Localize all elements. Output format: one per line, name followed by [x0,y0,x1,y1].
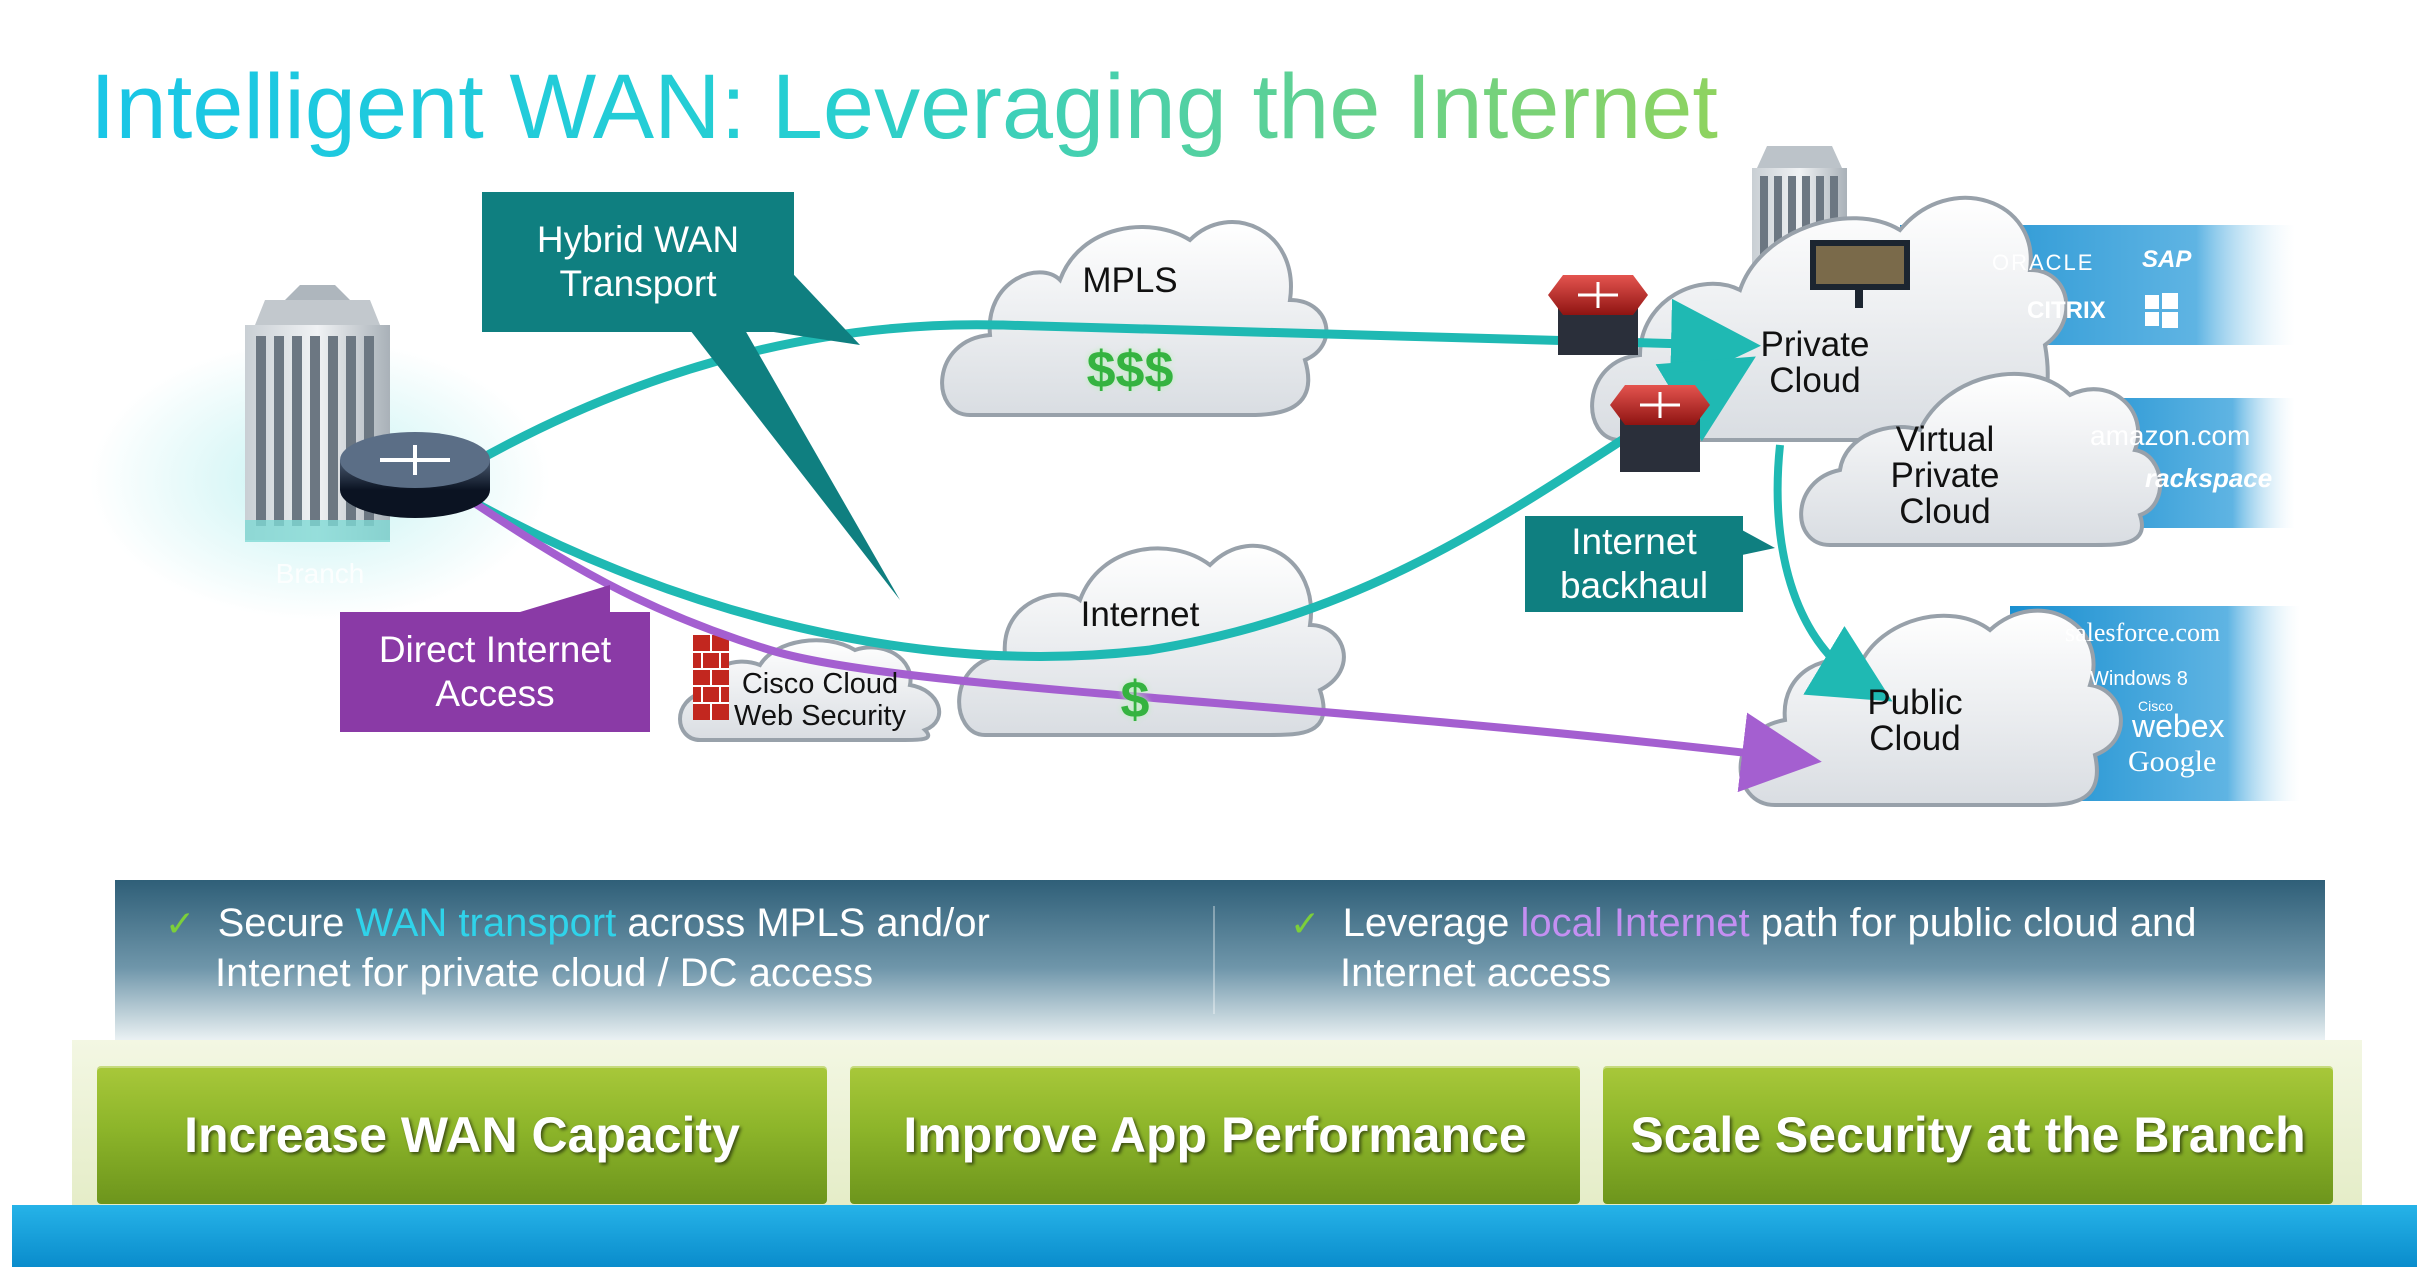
windows8-logo: Windows 8 [2090,668,2188,690]
benefit-2: ✓ Leverage local Internet path for publi… [1290,898,2290,998]
benefit-2-line2: Internet access [1340,951,1612,995]
pillar-scale-security: Scale Security at the Branch [1603,1066,2333,1204]
benefits-banner: ✓ Secure WAN transport across MPLS and/o… [115,880,2325,1040]
benefit-2-post: path for public cloud and [1749,901,2197,945]
webex-logo: webex [2132,708,2225,744]
cisco-small-logo: Cisco [2138,698,2174,714]
benefit-2-pre: Leverage [1342,901,1521,945]
windows-logo-icon [2145,293,2178,328]
dc-router-1-icon [1548,275,1648,355]
pillar-increase-wan-capacity: Increase WAN Capacity [97,1066,827,1204]
private-cloud-label: Private Cloud [1760,325,1870,400]
page-title: Intelligent WAN: Leveraging the Internet [90,52,1718,162]
blue-base-bar [12,1205,2417,1267]
mpls-label: MPLS [1082,261,1178,300]
firewall-icon [693,635,729,720]
mpls-cost: $$$ [1086,341,1174,399]
sap-logo: SAP [2142,246,2192,273]
benefit-1: ✓ Secure WAN transport across MPLS and/o… [165,898,1165,998]
internet-cost: $ [1120,671,1150,729]
salesforce-logo: salesforce.com [2065,618,2221,647]
check-icon: ✓ [165,903,196,944]
oracle-logo: ORACLE [1992,250,2095,275]
check-icon: ✓ [1290,903,1321,944]
direct-internet-arrow [467,496,1822,793]
branch-label: Branch [275,558,365,589]
google-logo: Google [2128,745,2217,778]
amazon-logo: amazon.com [2090,420,2251,451]
backhaul-callout-tail [1742,530,1775,555]
public-cloud-label: Public Cloud [1867,683,1963,758]
rackspace-logo: rackspace [2145,463,2273,493]
citrix-logo: CITRIX [2027,297,2106,324]
backhaul-arrow [1773,444,1893,702]
telepresence-icon [1810,240,1910,308]
benefit-2-highlight: local Internet [1520,901,1750,945]
hybrid-callout-tail-2 [690,330,900,600]
benefit-1-line2: Internet for private cloud / DC access [215,951,874,995]
virtual-private-cloud-icon [1799,372,2163,547]
hybrid-wan-callout: Hybrid WAN Transport [482,192,794,332]
internet-backhaul-callout: Internet backhaul [1525,516,1743,612]
virtual-private-cloud-label: Virtual Private Cloud [1890,420,2000,531]
banner-divider [1213,906,1215,1014]
benefit-1-pre: Secure [217,901,356,945]
direct-internet-callout: Direct Internet Access [340,612,650,732]
pillar-improve-app-performance: Improve App Performance [850,1066,1580,1204]
cisco-cws-label: Cisco Cloud Web Security [734,668,906,732]
dc-router-2-icon [1610,385,1710,472]
mpls-cloud-icon [940,220,1329,417]
branch-router-icon [340,432,490,518]
internet-path-arrow [467,356,1756,661]
mpls-path-arrow [467,298,1761,469]
benefit-1-post: across MPLS and/or [616,901,990,945]
benefit-1-highlight: WAN transport [355,901,617,945]
internet-label: Internet [1080,595,1200,634]
